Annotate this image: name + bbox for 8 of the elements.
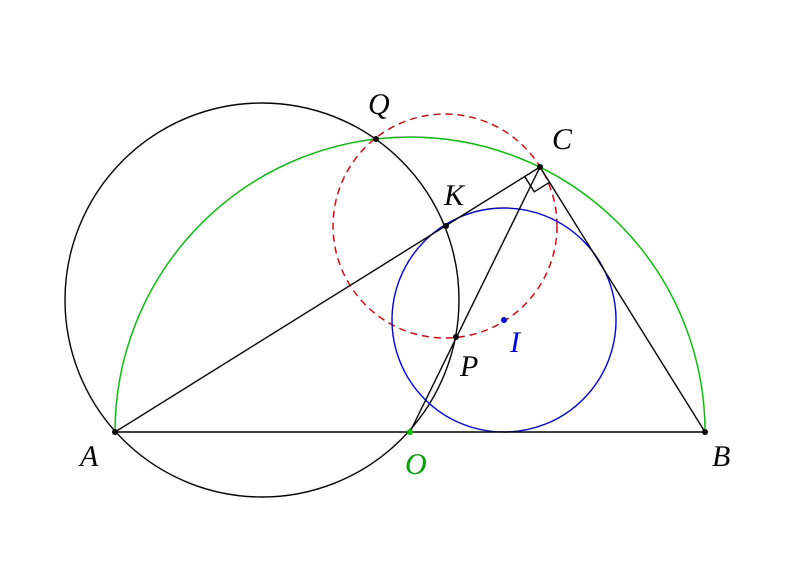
point-label: Q xyxy=(368,90,390,120)
point-label: A xyxy=(80,442,98,472)
point-label: O xyxy=(405,450,427,480)
point-label: C xyxy=(552,125,572,155)
point-label: I xyxy=(510,328,520,358)
point-label: P xyxy=(460,352,478,382)
point-label: K xyxy=(444,181,464,211)
point-label: B xyxy=(712,442,730,472)
